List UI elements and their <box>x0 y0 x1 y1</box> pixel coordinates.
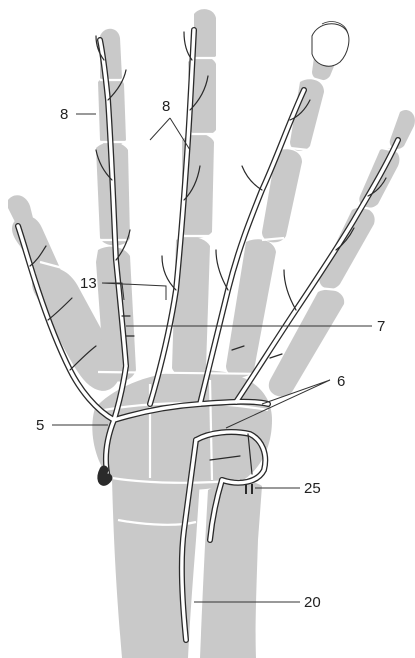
callout-6: 6 <box>337 373 345 390</box>
hand-skeleton <box>8 9 415 658</box>
callout-8-left: 8 <box>60 106 68 123</box>
callout-13: 13 <box>80 275 97 292</box>
callout-8-center: 8 <box>162 98 170 115</box>
ring-proximal-phalanx <box>262 149 302 242</box>
middle-distal-phalanx <box>194 9 216 60</box>
callout-5: 5 <box>36 417 44 434</box>
ulna-bone <box>200 481 262 658</box>
thumbnail-outline <box>312 22 349 67</box>
little-proximal-phalanx <box>319 208 374 289</box>
little-metacarpal <box>269 290 344 397</box>
callout-20: 20 <box>304 594 321 611</box>
thumb-distal-phalanx <box>8 195 34 227</box>
callout-25: 25 <box>304 480 321 497</box>
callout-7: 7 <box>377 318 385 335</box>
